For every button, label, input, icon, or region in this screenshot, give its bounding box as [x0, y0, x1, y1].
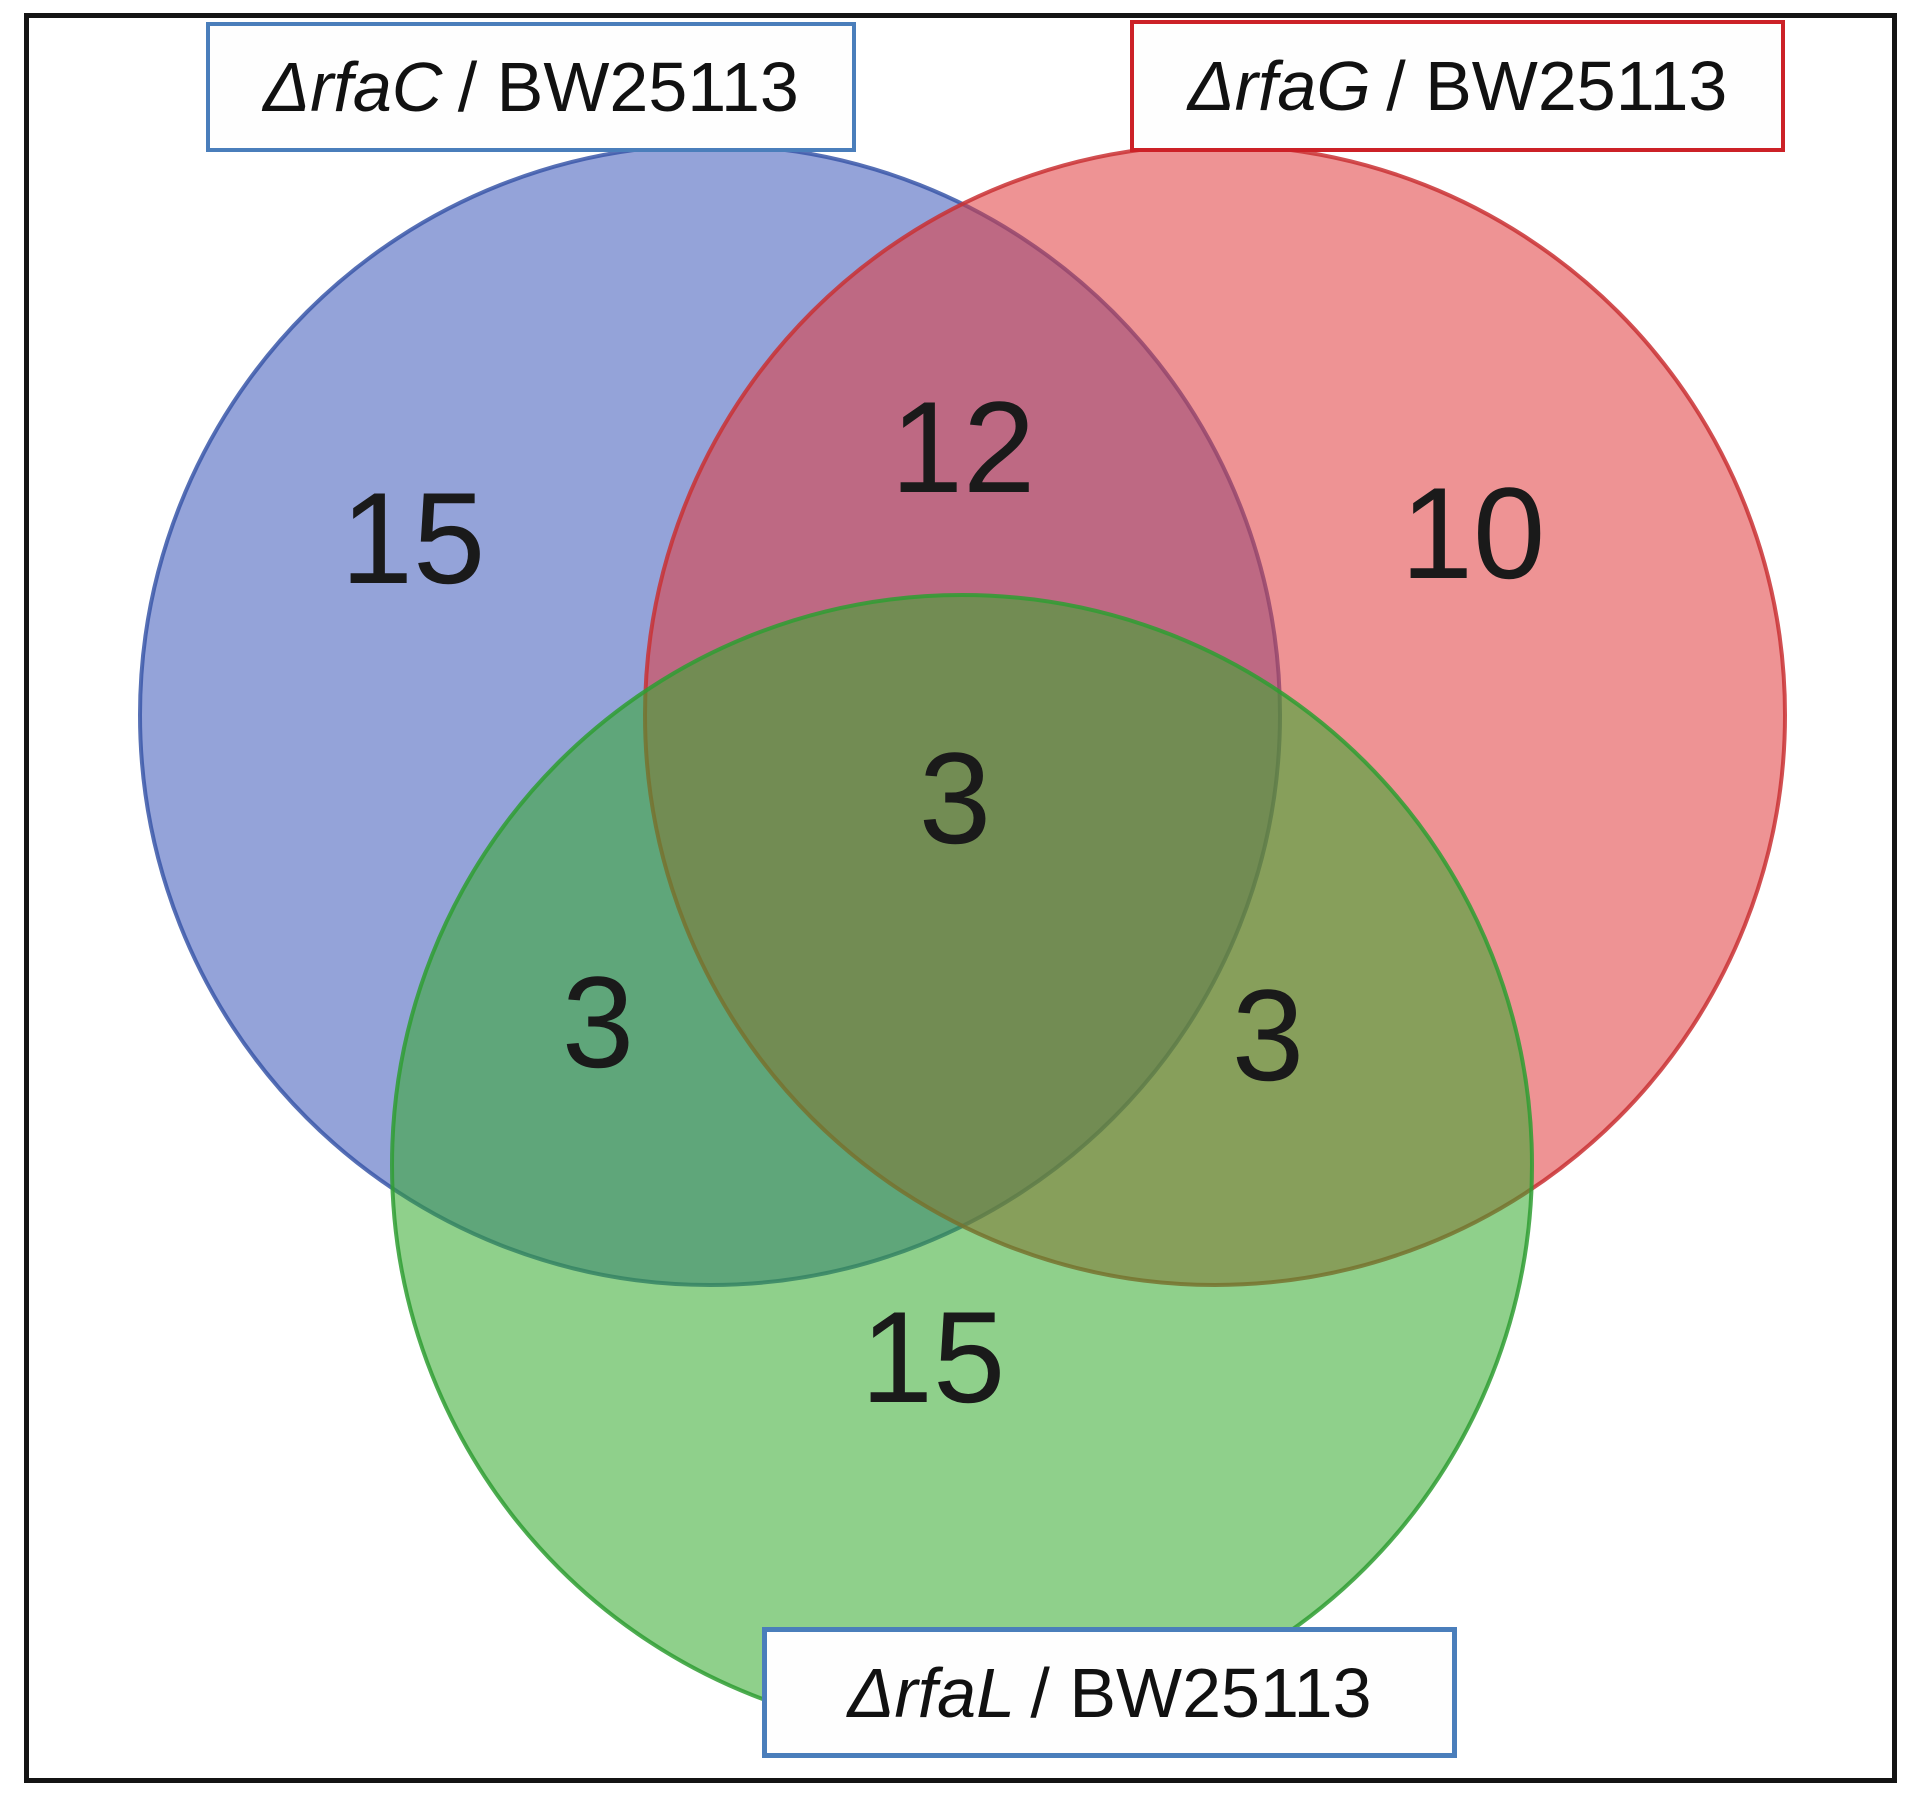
set-label-rfaG-gene: ΔrfaG: [1187, 47, 1371, 125]
count-rfaC-rfaL-overlap: 3: [561, 949, 635, 1095]
count-rfaG-rfaL-overlap: 3: [1231, 962, 1305, 1108]
set-label-rfaG-strain: / BW25113: [1386, 47, 1728, 125]
figure-border-frame: [24, 13, 1897, 1783]
set-label-rfaG: ΔrfaG / BW25113: [1130, 20, 1785, 152]
set-label-rfaC-gene: ΔrfaC: [263, 48, 443, 126]
set-label-rfaC: ΔrfaC / BW25113: [206, 22, 856, 152]
count-all-three-overlap: 3: [918, 725, 992, 871]
set-label-rfaC-strain: / BW25113: [457, 48, 799, 126]
set-label-rfaL: ΔrfaL / BW25113: [762, 1627, 1457, 1758]
count-rfaC-rfaG-overlap: 12: [890, 374, 1036, 520]
set-label-rfaL-strain: / BW25113: [1030, 1653, 1372, 1732]
count-rfaG-only: 10: [1400, 460, 1546, 606]
count-rfaL-only: 15: [860, 1284, 1006, 1430]
count-rfaC-only: 15: [340, 465, 486, 611]
set-label-rfaL-gene: ΔrfaL: [847, 1653, 1016, 1732]
